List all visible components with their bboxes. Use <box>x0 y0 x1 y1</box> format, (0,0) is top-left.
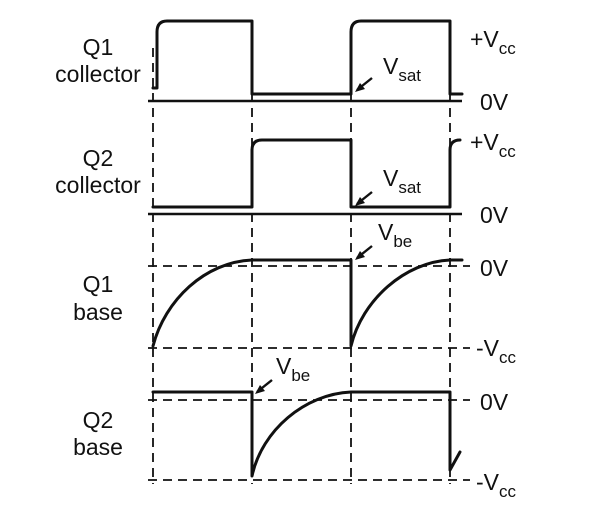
q1-collector-top-level: +Vcc <box>470 26 516 58</box>
row-q2-collector: Vsat +Vcc 0V Q2 collector <box>55 129 516 228</box>
vsat-arrowhead-2 <box>355 197 365 206</box>
vbe-arrowhead-1 <box>355 251 365 260</box>
waveform-q1-collector <box>151 19 464 96</box>
q2-collector-bottom-level: 0V <box>480 202 509 228</box>
waveform-q2-collector <box>151 138 462 209</box>
vsat-label-2: Vsat <box>383 165 421 197</box>
vsat-label-1: Vsat <box>383 53 421 85</box>
q2-base-node: base <box>73 434 123 460</box>
q1-base-node: base <box>73 299 123 325</box>
q1-base-bottom-level: -Vcc <box>476 335 517 367</box>
row-q2-base: Vbe 0V -Vcc Q2 base <box>73 353 516 501</box>
q2-base-signal: Q2 <box>83 407 114 433</box>
q1-base-top-level: 0V <box>480 255 509 281</box>
q1-collector-node: collector <box>55 61 141 87</box>
q1-collector-signal: Q1 <box>83 34 114 60</box>
q2-collector-top-level: +Vcc <box>470 129 516 161</box>
vbe-label-1: Vbe <box>378 219 412 251</box>
q2-collector-signal: Q2 <box>83 145 114 171</box>
row-q1-collector: Vsat +Vcc 0V Q1 collector <box>55 19 516 115</box>
vbe-label-2: Vbe <box>276 353 310 385</box>
vsat-arrowhead-1 <box>355 83 365 92</box>
q1-collector-bottom-level: 0V <box>480 89 509 115</box>
q2-base-bottom-level: -Vcc <box>476 469 517 501</box>
q1-base-signal: Q1 <box>83 271 114 297</box>
waveform-q2-base <box>151 390 462 478</box>
row-q1-base: Vbe 0V -Vcc Q1 base <box>73 219 516 367</box>
vbe-arrowhead-2 <box>255 385 265 394</box>
q2-collector-node: collector <box>55 172 141 198</box>
waveform-q1-base <box>151 258 464 348</box>
q2-base-top-level: 0V <box>480 389 509 415</box>
